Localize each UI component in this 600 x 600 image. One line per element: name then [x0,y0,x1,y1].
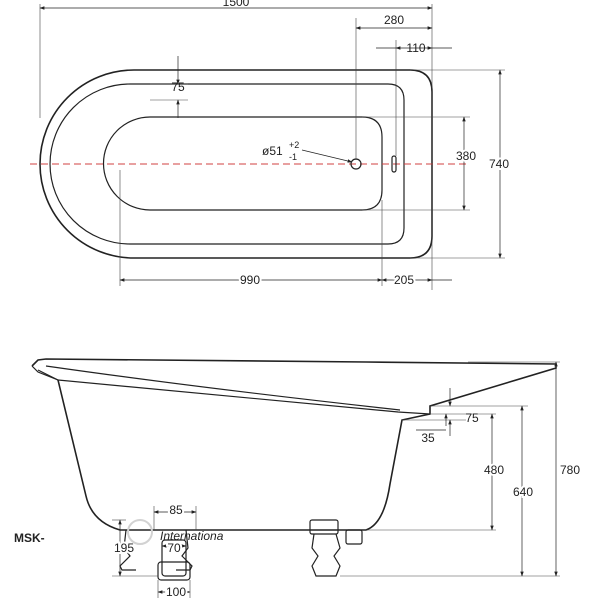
overflow-slot [391,155,397,173]
dim-drain-diameter: ø51 [262,144,283,158]
dim-drain-tol-upper: +2 [289,140,299,150]
dim-rim-lip: 35 [421,431,435,445]
dim-foot-width: 85 [169,503,183,517]
dim-rim-thickness: 75 [465,411,479,425]
dim-overflow-offset: 110 [406,41,425,55]
top-inner-rim [49,83,405,245]
dim-overall-height: 780 [560,463,580,477]
dim-drain-offset: 280 [384,13,404,27]
dim-inner-depth: 480 [484,463,504,477]
dim-inner-width: 380 [456,149,476,163]
side-view: 75 35 480 640 780 85 195 70 100 [31,358,582,600]
side-rim-upper [45,365,401,411]
dim-inner-length: 990 [240,273,260,287]
dim-overall-width: 740 [489,157,509,171]
top-basin [102,116,383,211]
side-left-lip [31,365,59,381]
watermark-logo: MSK- [14,531,45,545]
left-foot [119,529,193,581]
watermark: MSK- Internationa [14,519,224,545]
dim-rim-width: 75 [171,80,185,94]
watermark-script: Internationa [160,529,224,543]
dim-drain-tol-lower: -1 [289,152,297,162]
dim-end-length: 205 [394,273,414,287]
side-tub-body [31,358,557,531]
dim-foot-base: 100 [166,585,186,599]
dim-foot-height: 195 [114,541,134,555]
dim-overall-length: 1500 [223,0,250,9]
top-view: 1500 280 110 75 ø51 +2 -1 380 740 990 20… [30,0,511,290]
dim-foot-inner: 70 [167,541,181,555]
right-foot [309,519,363,577]
dim-height-to-rim: 640 [513,485,533,499]
side-rim-top [37,369,431,415]
